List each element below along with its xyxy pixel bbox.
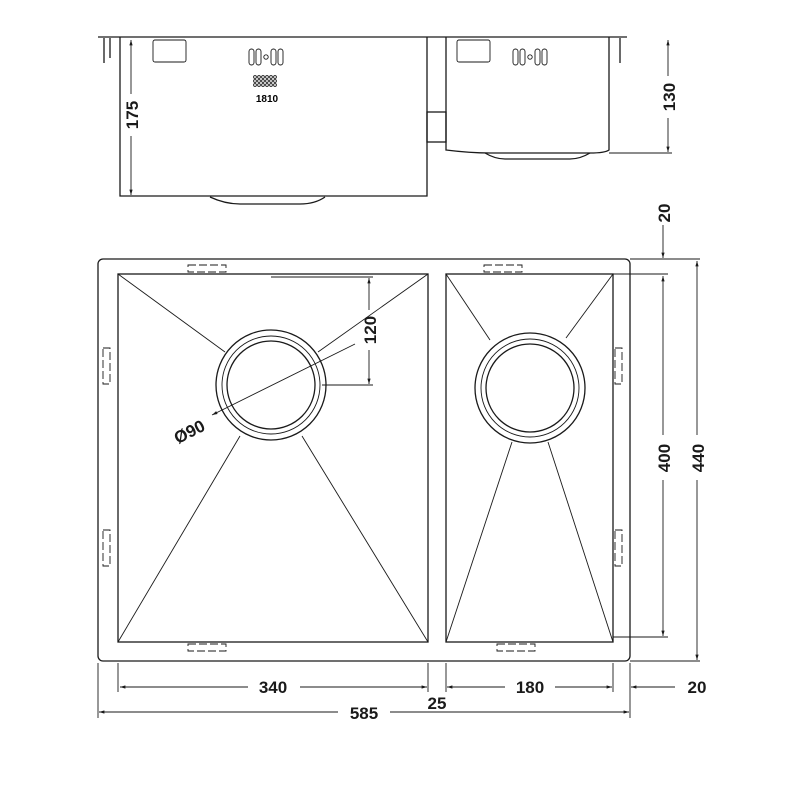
bowl-length-label: 400 — [655, 444, 674, 472]
logo-dot — [253, 83, 257, 87]
left-drain-icon — [215, 329, 327, 441]
overflow-holes-icon — [248, 48, 548, 66]
right-drain-icon — [474, 332, 586, 444]
logo-dot — [269, 75, 273, 79]
drain-offset-label: 120 — [361, 316, 380, 344]
left-bowl-width-label: 340 — [259, 678, 287, 697]
logo-dot — [273, 79, 277, 83]
logo-dot — [265, 75, 269, 79]
left-bowl — [117, 273, 429, 643]
logo-dot-grid — [253, 75, 277, 87]
sink-flange-outline — [97, 258, 631, 662]
drain-diameter-label: Ø90 — [171, 416, 208, 448]
overall-length-label: 440 — [689, 444, 708, 472]
logo-dot — [269, 79, 273, 83]
logo-dot — [273, 83, 277, 87]
logo-dot — [269, 83, 273, 87]
flange-right-label: 20 — [688, 678, 707, 697]
flange-top-label: 20 — [655, 204, 674, 223]
logo-dot — [257, 83, 261, 87]
logo-dot — [265, 79, 269, 83]
overflow-plate-icon — [456, 39, 491, 63]
logo-dot — [265, 83, 269, 87]
logo-dot — [261, 83, 265, 87]
logo-dot — [257, 79, 261, 83]
right-bowl-width-label: 180 — [516, 678, 544, 697]
overall-width-label: 585 — [350, 704, 378, 723]
overflow-plate-icon — [152, 39, 187, 63]
left-depth-label: 175 — [123, 101, 142, 129]
right-bowl-profile — [445, 37, 610, 154]
logo-dot — [261, 75, 265, 79]
side-elevation-view: 1810 175 130 — [98, 36, 679, 205]
logo-dot — [261, 79, 265, 83]
divider-width-label: 25 — [428, 694, 447, 713]
logo-dot — [253, 79, 257, 83]
right-depth-label: 130 — [660, 83, 679, 111]
left-waste-outlet — [209, 196, 326, 205]
logo-text: 1810 — [256, 94, 279, 105]
logo-dot — [273, 75, 277, 79]
right-waste-outlet — [484, 152, 591, 160]
mounting-clips — [102, 264, 623, 652]
right-bowl — [445, 273, 614, 643]
logo-dot — [257, 75, 261, 79]
logo-dot — [253, 75, 257, 79]
left-bowl-profile — [119, 37, 428, 197]
plan-view: 120 Ø90 20 400 440 340 25 180 20 585 — [97, 204, 708, 723]
